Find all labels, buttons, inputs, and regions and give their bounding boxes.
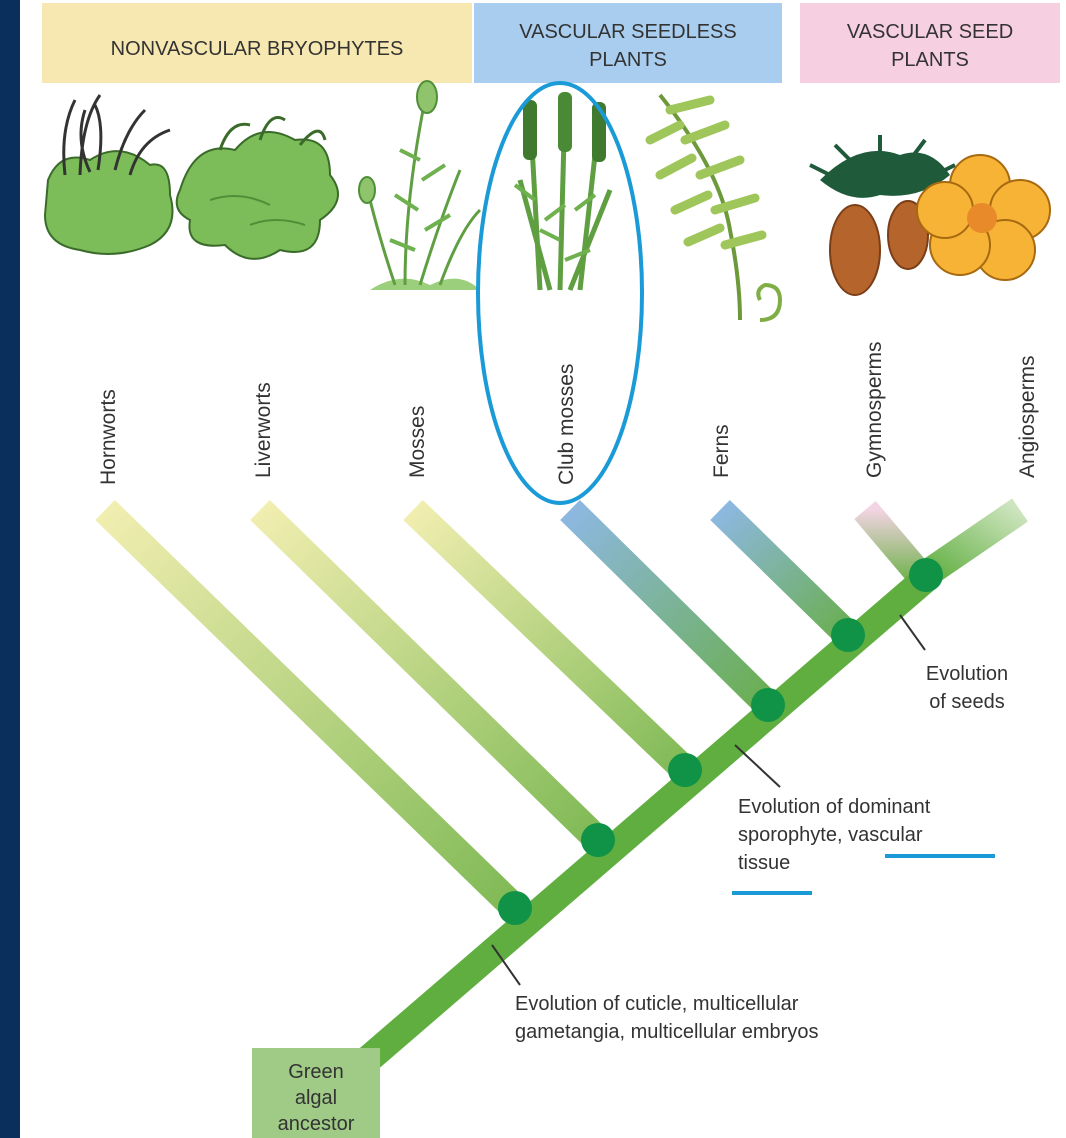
phylogeny-panel: NONVASCULAR BRYOPHYTES VASCULAR SEEDLESS… [20, 0, 1066, 1138]
ancestor-line2: algal [295, 1087, 337, 1109]
branch-mosses [413, 510, 685, 770]
ancestor-box: Green algal ancestor [252, 1048, 380, 1138]
pointer-vascular [735, 745, 780, 787]
annotation-seeds: Evolution of seeds [926, 663, 1008, 713]
liverwort-illustration [177, 118, 338, 259]
hornwort-illustration [45, 95, 173, 254]
ancestor-line1: Green [288, 1061, 344, 1083]
header-seedless: VASCULAR SEEDLESS PLANTS [474, 3, 782, 83]
header-band-seed [800, 3, 1060, 83]
header-band-seedless [474, 3, 782, 83]
annotation-vascular-line3: tissue [738, 852, 790, 874]
taxon-label-gymnosperms: Gymnosperms [863, 341, 886, 478]
taxon-label-club-mosses: Club mosses [555, 364, 578, 485]
tree-branches [105, 510, 1020, 908]
pointer-seeds [900, 615, 925, 650]
branch-gymnosperms [865, 510, 920, 575]
moss-illustration [359, 81, 480, 290]
annotation-cuticle-line2: gametangia, multicellular embryos [515, 1021, 818, 1043]
header-seed-line2: PLANTS [891, 49, 969, 71]
plant-phylogeny-diagram: NONVASCULAR BRYOPHYTES VASCULAR SEEDLESS… [20, 0, 1066, 1138]
annotation-seeds-line1: Evolution [926, 663, 1008, 685]
annotation-cuticle: Evolution of cuticle, multicellular game… [515, 993, 818, 1043]
taxon-label-angiosperms: Angiosperms [1016, 355, 1039, 478]
branch-liverworts [260, 510, 598, 840]
annotation-vascular-line2: sporophyte, vascular [738, 824, 923, 846]
branch-ferns [720, 510, 848, 635]
annotation-vascular-line1: Evolution of dominant [738, 796, 931, 818]
node-5 [831, 618, 865, 652]
taxon-label-liverworts: Liverworts [252, 382, 275, 478]
fern-illustration [650, 95, 780, 320]
ancestor-line3: ancestor [278, 1113, 355, 1135]
node-2 [581, 823, 615, 857]
node-1 [498, 891, 532, 925]
taxon-label-mosses: Mosses [406, 406, 429, 478]
header-nonvascular-title: NONVASCULAR BRYOPHYTES [111, 38, 404, 60]
annotation-vascular: Evolution of dominant sporophyte, vascul… [738, 796, 931, 874]
header-seed-line1: VASCULAR SEED [847, 21, 1013, 43]
node-3 [668, 753, 702, 787]
taxon-label-hornworts: Hornworts [97, 389, 120, 485]
node-4 [751, 688, 785, 722]
annotation-cuticle-line1: Evolution of cuticle, multicellular [515, 993, 799, 1015]
annotation-seeds-line2: of seeds [929, 691, 1005, 713]
header-seedless-line1: VASCULAR SEEDLESS [519, 21, 737, 43]
club-moss-illustration [515, 92, 610, 290]
taxon-label-ferns: Ferns [710, 424, 733, 478]
header-seedless-line2: PLANTS [589, 49, 667, 71]
header-nonvascular: NONVASCULAR BRYOPHYTES [42, 3, 472, 83]
node-6 [909, 558, 943, 592]
header-seed: VASCULAR SEED PLANTS [800, 3, 1060, 83]
